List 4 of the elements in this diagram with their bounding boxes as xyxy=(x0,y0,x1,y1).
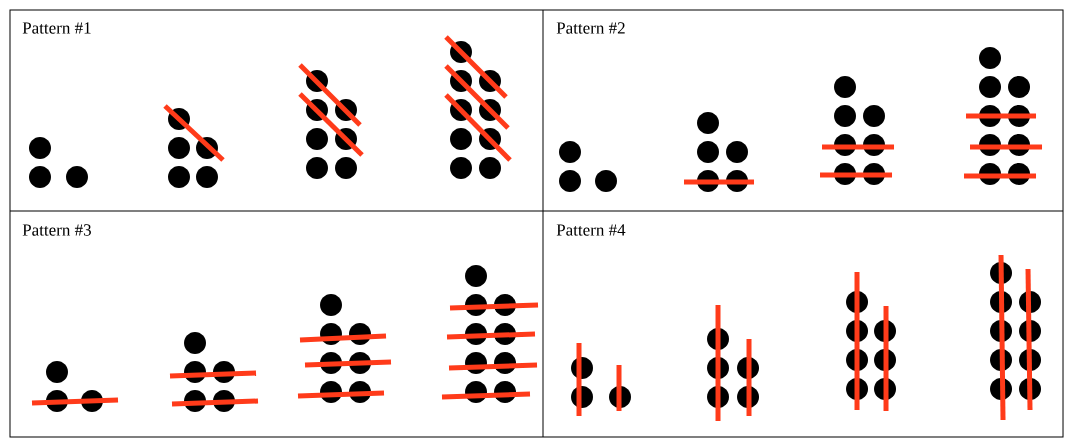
pattern-title: Pattern #1 xyxy=(22,22,91,34)
pattern-title: Pattern #3 xyxy=(22,224,91,236)
pattern-title: Pattern #4 xyxy=(556,224,626,236)
pattern-title: Pattern #2 xyxy=(556,22,625,34)
